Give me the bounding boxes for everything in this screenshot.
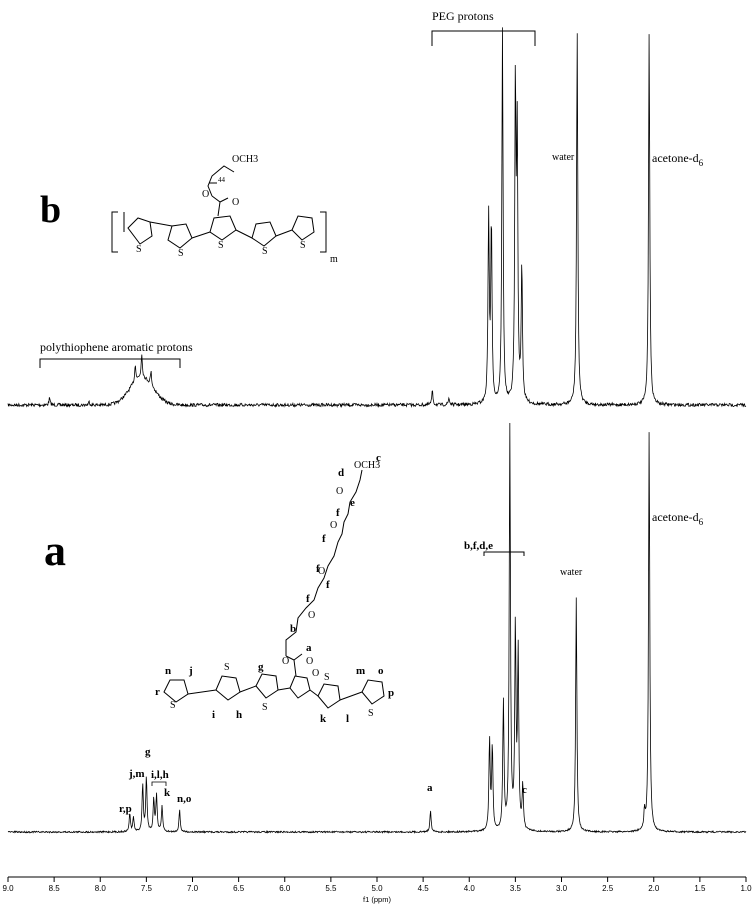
peak-label-k: k xyxy=(164,787,171,799)
spectrum-trace-a xyxy=(7,422,747,834)
svg-text:h: h xyxy=(236,709,242,721)
svg-text:O: O xyxy=(336,486,343,497)
x-axis-label: f1 (ppm) xyxy=(363,895,391,904)
svg-text:S: S xyxy=(300,240,306,251)
x-axis-ticks: 9.0 8.5 8.0 7.5 7.0 6.5 6.0 5.5 5.0 4.5 4.0 3.5 3.0 2… xyxy=(2,877,752,893)
x-tick-label: 3.5 xyxy=(510,884,522,893)
svg-text:p: p xyxy=(388,687,394,699)
svg-text:o: o xyxy=(378,665,384,677)
peak-label-rp: r,p xyxy=(119,803,132,815)
x-axis: 9.0 8.5 8.0 7.5 7.0 6.5 6.0 5.5 5.0 4.5 4.0 3.5 3.0 2… xyxy=(2,876,752,904)
svg-text:O: O xyxy=(308,610,315,621)
peak-label-jm: j,m xyxy=(128,768,145,780)
svg-text:r: r xyxy=(155,686,160,698)
structure-b xyxy=(111,165,327,253)
svg-text:l: l xyxy=(346,713,349,725)
panel-label-b: b xyxy=(40,189,61,231)
svg-text:f: f xyxy=(336,507,340,519)
x-tick-label: 4.5 xyxy=(418,884,430,893)
peg-protons-label: PEG protons xyxy=(432,9,494,23)
structure-b-labels: OCH3 44 O O S S S S S m xyxy=(136,154,338,265)
svg-text:O: O xyxy=(318,566,325,577)
panel-label-a: a xyxy=(44,526,66,575)
svg-text:O: O xyxy=(312,668,319,679)
svg-text:S: S xyxy=(136,244,142,255)
x-tick-label: 2.5 xyxy=(602,884,614,893)
peak-label-a: a xyxy=(427,782,433,794)
acetone-label-b: acetone-d6 xyxy=(652,151,704,168)
x-tick-label: 1.0 xyxy=(740,884,752,893)
svg-text:f: f xyxy=(306,593,310,605)
svg-text:OCH3: OCH3 xyxy=(232,154,258,165)
svg-text:a: a xyxy=(306,642,312,654)
panel-a-annotations: a acetone-d6 water b,f,d,e c a r,p j,m g… xyxy=(44,510,704,815)
svg-text:O: O xyxy=(232,197,239,208)
svg-text:m: m xyxy=(330,254,338,265)
x-tick-label: 8.0 xyxy=(95,884,107,893)
svg-text:d: d xyxy=(338,467,344,479)
svg-text:f: f xyxy=(326,579,330,591)
structure-a-labels: OCH3 c d e f f f f f b a O O O O O O O n… xyxy=(155,452,394,725)
spectrum-traces xyxy=(7,27,747,834)
svg-text:O: O xyxy=(282,656,289,667)
svg-text:OCH3: OCH3 xyxy=(354,460,380,471)
x-tick-label: 2.0 xyxy=(648,884,660,893)
peak-label-bfde: b,f,d,e xyxy=(464,540,493,552)
svg-text:f: f xyxy=(322,533,326,545)
x-tick-label: 7.0 xyxy=(187,884,199,893)
svg-text:S: S xyxy=(218,240,224,251)
svg-text:S: S xyxy=(262,702,268,713)
svg-text:44: 44 xyxy=(218,176,226,184)
peak-label-no: n,o xyxy=(177,793,192,805)
structure-a xyxy=(163,469,385,709)
x-tick-label: 8.5 xyxy=(49,884,61,893)
peak-label-g: g xyxy=(145,746,151,758)
svg-text:c: c xyxy=(376,452,381,464)
polythiophene-label: polythiophene aromatic protons xyxy=(40,340,193,354)
svg-text:S: S xyxy=(262,246,268,257)
x-tick-label: 1.5 xyxy=(694,884,706,893)
svg-text:k: k xyxy=(320,713,327,725)
svg-text:O: O xyxy=(330,520,337,531)
svg-text:i: i xyxy=(212,709,215,721)
x-tick-label: 3.0 xyxy=(556,884,568,893)
svg-text:O: O xyxy=(202,189,209,200)
x-tick-label: 4.0 xyxy=(464,884,476,893)
svg-text:S: S xyxy=(368,708,374,719)
svg-text:f: f xyxy=(316,563,320,575)
x-tick-label: 9.0 xyxy=(2,884,14,893)
svg-text:n: n xyxy=(165,665,171,677)
peak-label-ilh: i,l,h xyxy=(151,769,169,781)
panel-b-annotations: b PEG protons polythiophene aromatic pro… xyxy=(39,9,704,368)
svg-text:S: S xyxy=(178,248,184,259)
svg-text:g: g xyxy=(258,661,264,673)
svg-text:S: S xyxy=(324,672,330,683)
x-tick-label: 6.0 xyxy=(279,884,291,893)
svg-text:S: S xyxy=(224,662,230,673)
spectrum-trace-b xyxy=(7,27,747,409)
svg-text:j: j xyxy=(188,665,193,677)
x-tick-label: 5.5 xyxy=(325,884,337,893)
water-label-b: water xyxy=(552,152,575,163)
svg-text:O: O xyxy=(306,656,313,667)
x-tick-label: 7.5 xyxy=(141,884,153,893)
x-tick-label: 6.5 xyxy=(233,884,245,893)
peak-label-c: c xyxy=(522,784,527,796)
svg-text:e: e xyxy=(350,497,355,509)
water-label-a: water xyxy=(560,567,583,578)
acetone-label-a: acetone-d6 xyxy=(652,510,704,527)
x-tick-label: 5.0 xyxy=(371,884,383,893)
svg-text:b: b xyxy=(290,623,296,635)
svg-text:S: S xyxy=(170,700,176,711)
svg-text:m: m xyxy=(356,665,365,677)
